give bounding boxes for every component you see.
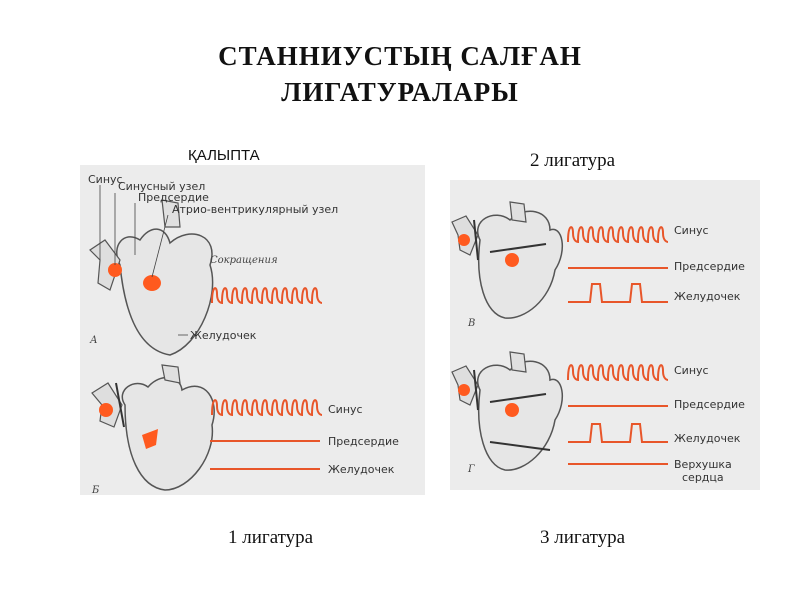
av-node-b (142, 429, 158, 449)
page-title: СТАННИУСТЫҢ САЛҒАН ЛИГАТУРАЛАРЫ (0, 38, 800, 110)
label-b-atrium: Предсердие (328, 435, 399, 448)
label-v-ventricle: Желудочек (674, 290, 741, 303)
label-b-ventricle: Желудочек (328, 463, 395, 476)
trace-v-ventricle (568, 283, 668, 303)
title-line-1: СТАННИУСТЫҢ САЛҒАН (218, 41, 582, 71)
panel-letter-g: Г (467, 464, 475, 475)
label-a-sinus-node: Синусный узел (118, 180, 205, 193)
panel-letter-b: Б (91, 485, 100, 495)
heart-g (451, 351, 564, 471)
figure-left-svg: Синус Синусный узел Предсердие Атрио-вен… (88, 173, 399, 495)
sinus-node-b (99, 403, 113, 417)
trace-b-sinus (211, 399, 323, 417)
av-node-a (143, 275, 161, 291)
label-g-ventricle: Желудочек (674, 432, 741, 445)
label-a-ventricle: Желудочек (190, 329, 257, 342)
heart-a (89, 185, 214, 356)
caption-ligature-3: 3 лигатура (540, 527, 626, 548)
trace-g-ventricle (568, 423, 668, 443)
caption-normal: ҚАЛЫПТА (188, 147, 260, 164)
label-a-contractions: Сокращения (210, 255, 278, 266)
heart-v (451, 201, 564, 319)
caption-ligature-1: 1 лигатура (228, 527, 314, 548)
label-g-atrium: Предсердие (674, 398, 745, 411)
sinus-node-g (458, 384, 470, 396)
figure-right-svg: В Синус Предсердие Желудочек Г Синус Пре… (451, 201, 745, 484)
label-a-atrium: Предсердие (138, 191, 209, 204)
label-a-av-node: Атрио-вентрикулярный узел (172, 203, 338, 216)
trace-v-sinus (567, 226, 669, 244)
title-line-2: ЛИГАТУРАЛАРЫ (281, 77, 519, 107)
figure-right: В Синус Предсердие Желудочек Г Синус Пре… (450, 180, 760, 490)
sinus-node-v (458, 234, 470, 246)
label-v-sinus: Синус (674, 224, 709, 237)
label-g-apex-1: Верхушка (674, 458, 732, 471)
label-b-sinus: Синус (328, 403, 363, 416)
panel-letter-a: А (89, 335, 98, 346)
label-g-apex-2: сердца (682, 471, 724, 484)
sinus-node-a (108, 263, 122, 277)
label-a-sinus: Синус (88, 173, 123, 186)
caption-ligature-2: 2 лигатура (530, 150, 616, 171)
label-g-sinus: Синус (674, 364, 709, 377)
figure-left: Синус Синусный узел Предсердие Атрио-вен… (80, 165, 425, 495)
label-v-atrium: Предсердие (674, 260, 745, 273)
panel-letter-v: В (467, 318, 475, 329)
av-node-g (505, 403, 519, 417)
trace-g-sinus (567, 364, 669, 382)
trace-a-contractions (211, 287, 323, 305)
av-node-v (505, 253, 519, 267)
heart-b (91, 364, 215, 491)
